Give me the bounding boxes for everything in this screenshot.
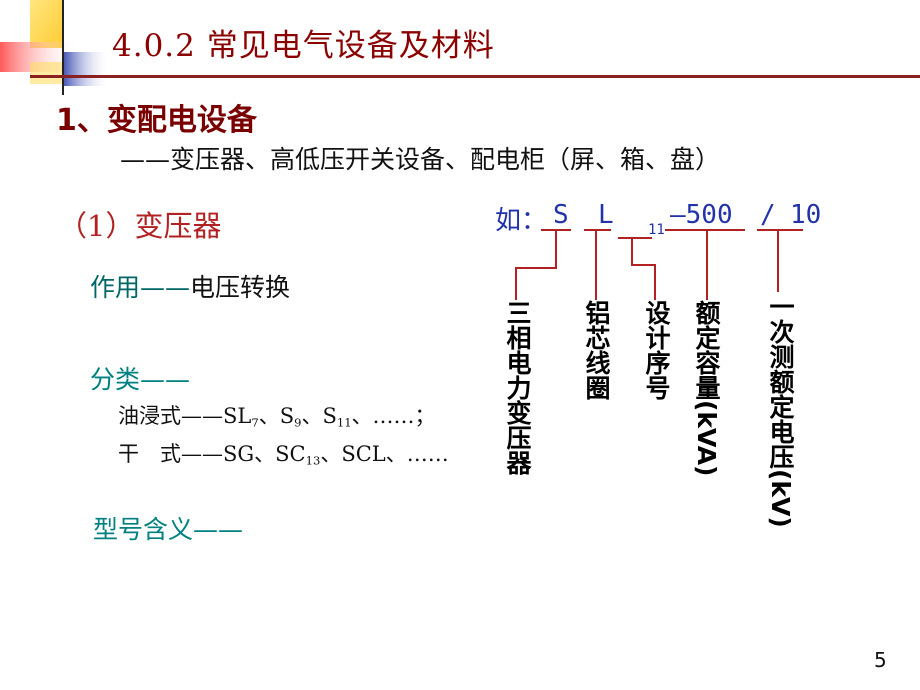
- oil-sub-9: 9: [294, 415, 302, 430]
- oil-sub-11: 11: [336, 415, 352, 430]
- oil-sub-7: 7: [251, 415, 259, 430]
- page-number: 5: [874, 648, 887, 672]
- line-voltage: [757, 229, 803, 292]
- corner-decoration: [0, 0, 110, 95]
- function-label: 作用——: [90, 273, 191, 302]
- dry-type-line: 干 式——SG、SC13、SCL、……: [118, 438, 449, 468]
- heading-subtitle: ——变压器、高低压开关设备、配电柜（屏、箱、盘）: [120, 145, 721, 174]
- oil-type-name: 油浸式——: [118, 404, 223, 428]
- section-transformer: （1）变压器: [58, 209, 222, 243]
- example-voltage: 10: [790, 200, 822, 230]
- dry-sub-13: 13: [305, 453, 321, 468]
- example-l: L: [598, 200, 614, 230]
- example-prefix: 如：: [495, 206, 548, 236]
- oil-item-ellipsis: 、……；: [351, 404, 436, 428]
- oil-item-sl: SL: [223, 404, 252, 428]
- example-sub11: 11: [648, 222, 665, 238]
- dry-item-sg-sc: SG、SC: [223, 442, 306, 466]
- function-line: 作用——电压转换: [90, 268, 290, 304]
- oil-item-s9: 、S: [258, 404, 295, 428]
- function-text: 电压转换: [190, 273, 291, 302]
- line-capacity: [665, 229, 745, 300]
- line-core: [584, 229, 611, 300]
- example-slash: /: [760, 200, 776, 230]
- line-design: [618, 237, 656, 300]
- dry-item-scl: 、SCL、……: [320, 442, 449, 466]
- heading-substation-equipment: 1、变配电设备: [56, 103, 257, 138]
- classification-label: 分类——: [90, 365, 191, 394]
- annotation-primary-voltage: 一次测额定电压(kV): [766, 294, 795, 528]
- example-s: S: [553, 200, 569, 230]
- annotation-design: 设计序号: [642, 300, 671, 400]
- slide-title: 4.0.2 常见电气设备及材料: [112, 28, 495, 64]
- model-meaning-label: 型号含义——: [93, 515, 244, 544]
- oil-type-line: 油浸式——SL7、S9、S11、……；: [118, 400, 436, 430]
- oil-item-s11: 、S: [301, 404, 337, 428]
- annotation-core: 铝芯线圈: [582, 300, 611, 400]
- example-capacity: —500: [670, 200, 733, 230]
- annotation-phase: 三相电力变压器: [503, 300, 532, 475]
- dry-type-name: 干 式——: [118, 442, 223, 466]
- annotation-rated-capacity: 额定容量(kVA): [692, 300, 721, 477]
- line-phase: [515, 229, 571, 300]
- title-underline: [30, 75, 920, 78]
